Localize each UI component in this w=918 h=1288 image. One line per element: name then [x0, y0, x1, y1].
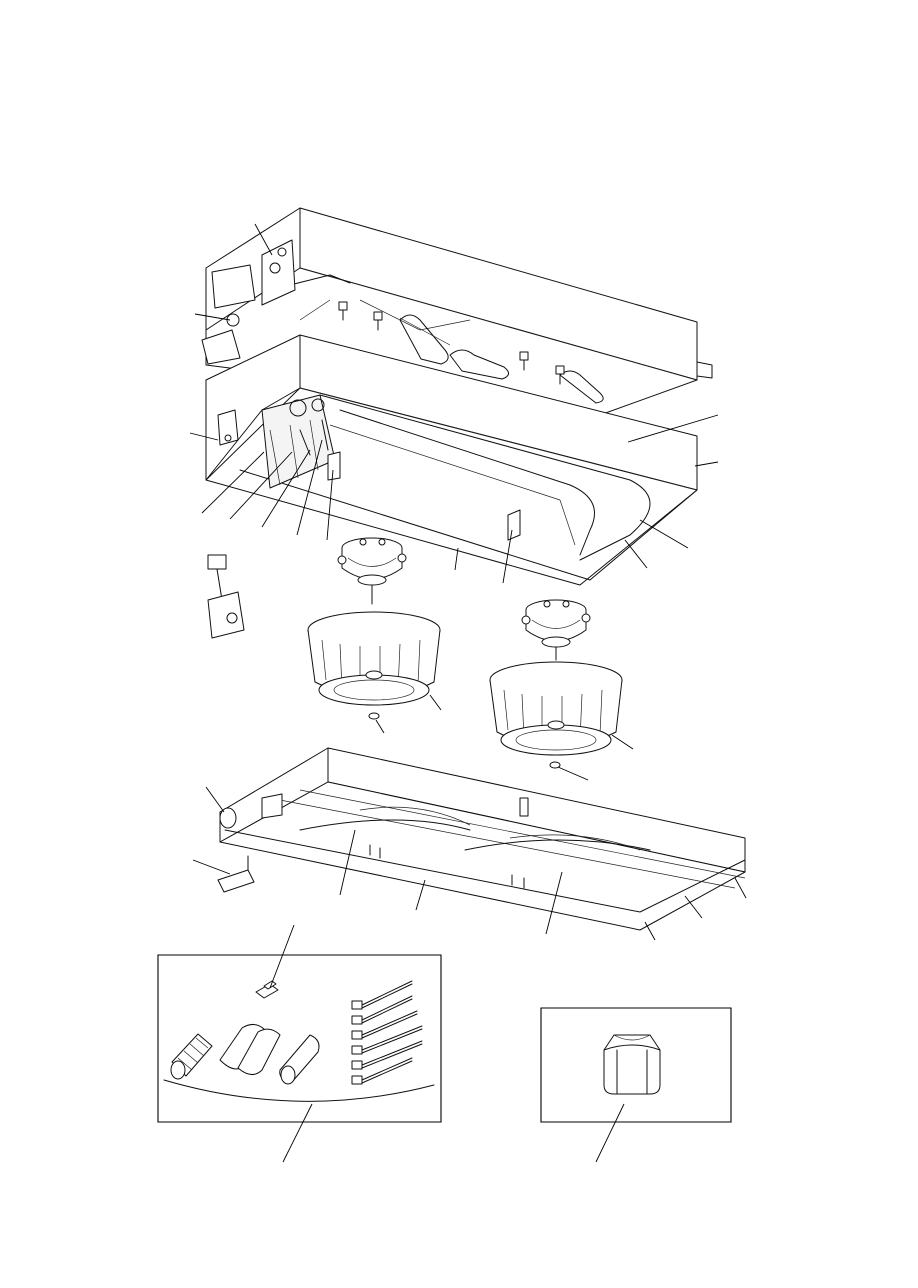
suspension-bolts [339, 302, 564, 384]
fan-motor-left [338, 538, 406, 604]
cable-ties [352, 981, 422, 1084]
connector-part [256, 981, 278, 998]
fan-motor-right [522, 600, 590, 660]
float-switch [208, 555, 244, 638]
middle-casing [206, 335, 697, 585]
accessory-box [158, 955, 441, 1122]
fan-nut-right [550, 762, 560, 768]
insulation-pieces [220, 1024, 319, 1084]
flare-nut [604, 1035, 660, 1094]
drain-hose [171, 1034, 212, 1079]
leader-lines [190, 224, 746, 1162]
fan-nut-left [369, 713, 379, 719]
fan-left [308, 612, 440, 705]
fan-right [490, 662, 622, 755]
bottom-casing [220, 748, 745, 930]
mounting-bracket [218, 856, 254, 892]
flare-nut-box [541, 1008, 731, 1122]
